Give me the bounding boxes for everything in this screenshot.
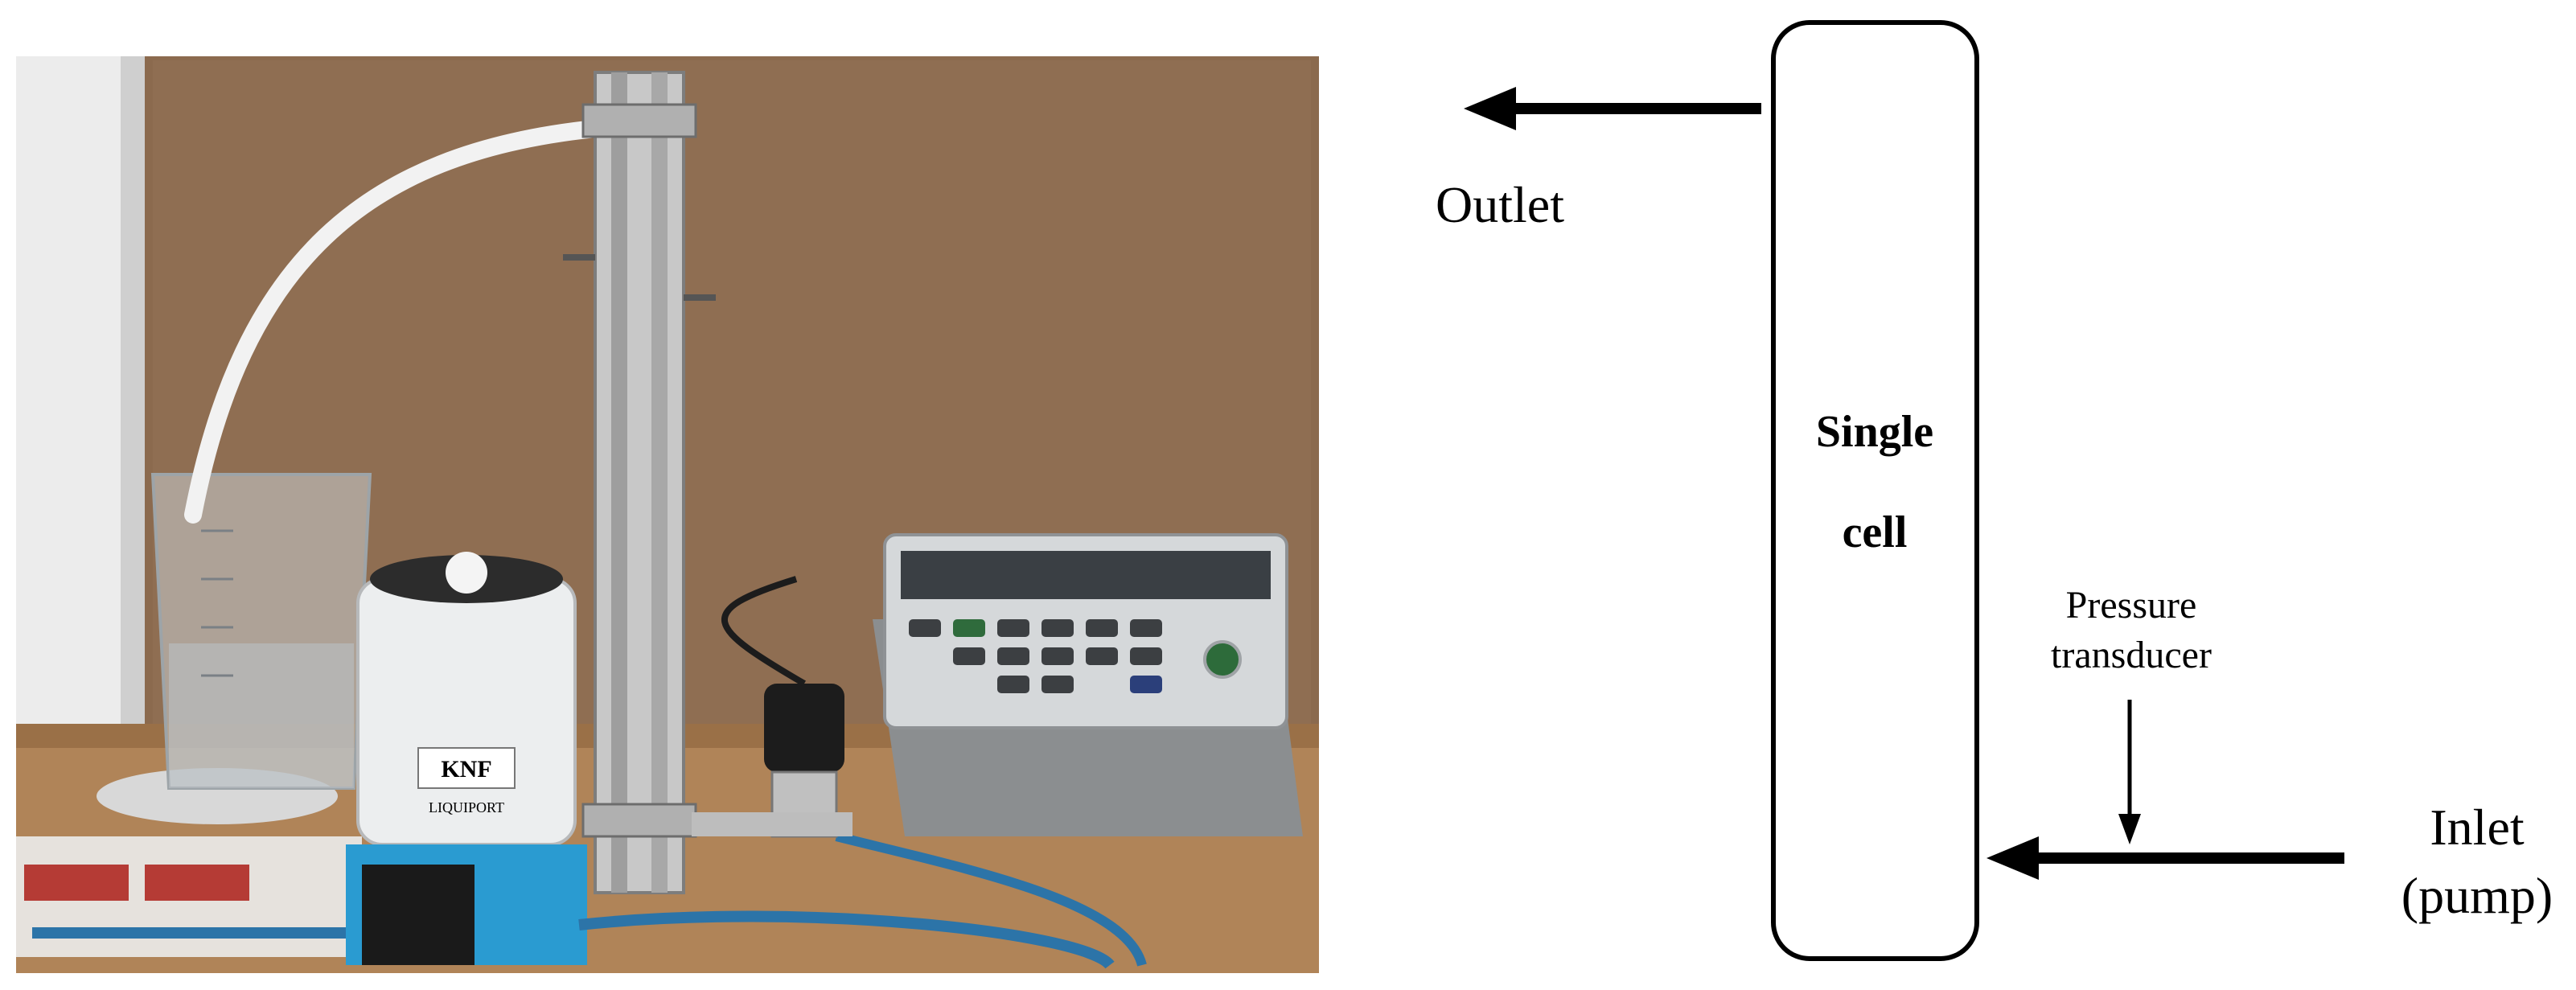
pressure-label-line1: Pressure <box>2066 584 2197 626</box>
glass-beaker <box>150 473 372 790</box>
schematic-diagram: Single cell Outlet Inlet (pump) Pressure… <box>1436 20 2553 961</box>
outlet-arrow <box>1464 87 1761 130</box>
data-logger <box>873 533 1303 836</box>
inlet-arrow <box>1986 836 2344 880</box>
pressure-transducer-device <box>692 576 853 838</box>
pressure-transducer-arrow <box>2118 700 2141 844</box>
cell-label-line2: cell <box>1843 507 1908 557</box>
inlet-label-line2: (pump) <box>2401 867 2553 924</box>
pressure-label-line2: transducer <box>2051 634 2212 676</box>
setup-photo: KNF LIQUIPORT <box>16 56 1319 973</box>
outlet-label: Outlet <box>1436 176 1564 233</box>
pump-brand-label: KNF <box>441 756 491 783</box>
pump-model-label: LIQUIPORT <box>429 799 504 815</box>
inlet-label-line1: Inlet <box>2430 799 2525 856</box>
single-cell-stack <box>563 71 716 894</box>
cell-label-line1: Single <box>1816 407 1933 457</box>
outlet-tube <box>184 120 604 524</box>
knf-pump: KNF LIQUIPORT <box>346 552 587 965</box>
single-cell-box <box>1771 20 1979 961</box>
